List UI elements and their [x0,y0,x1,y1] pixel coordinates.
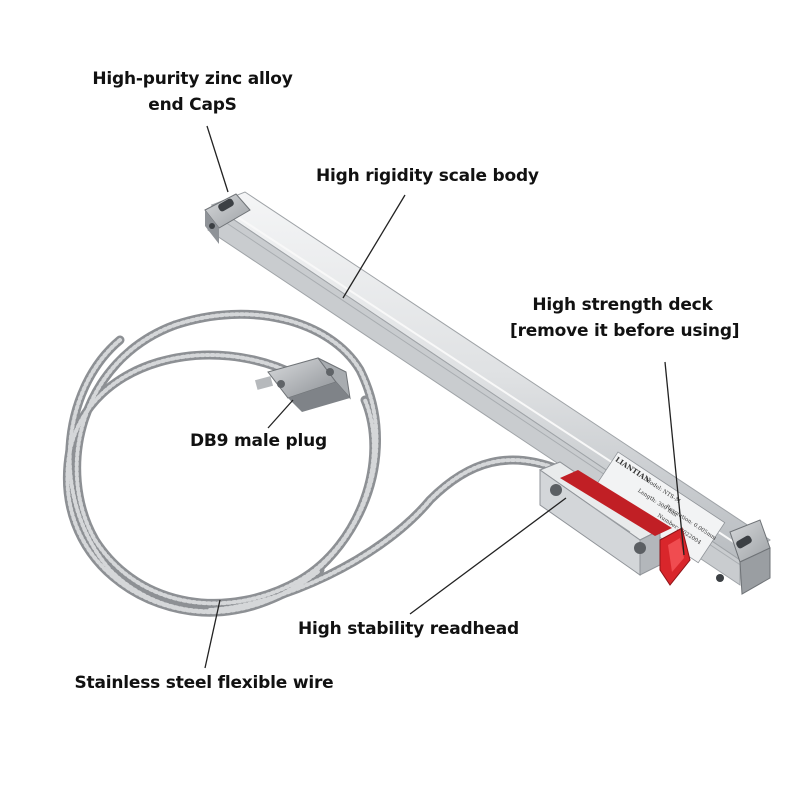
callout-deck-line1: High strength deck [532,295,713,315]
callout-db9-text: DB9 male plug [190,431,327,451]
callout-scale-body: High rigidity scale body [316,163,539,189]
callout-wire-text: Stainless steel flexible wire [74,673,334,693]
callout-wire: Stainless steel flexible wire [74,670,334,696]
callout-end-caps: High-purity zinc alloy end CapS [90,66,295,118]
leader-end-caps [206,125,229,193]
leader-wire [204,599,221,669]
leader-db9 [267,399,294,429]
callout-scale-body-text: High rigidity scale body [316,166,539,186]
end-cap-left [204,193,251,244]
callout-readhead-text: High stability readhead [298,619,519,639]
db9-plug [254,357,351,412]
leader-deck [664,361,685,556]
callout-readhead: High stability readhead [298,616,519,642]
flexible-wire [63,309,565,617]
leader-readhead [409,497,567,615]
callout-deck-line2: [remove it before using] [510,321,740,341]
leader-lines [204,125,685,669]
callout-end-caps-line1: High-purity zinc alloy [92,69,293,89]
leader-scale-body [342,194,406,299]
callout-deck: High strength deck [remove it before usi… [510,292,740,344]
callout-end-caps-line2: end CapS [148,95,237,115]
end-cap-right [716,519,771,595]
callout-db9: DB9 male plug [186,428,331,454]
